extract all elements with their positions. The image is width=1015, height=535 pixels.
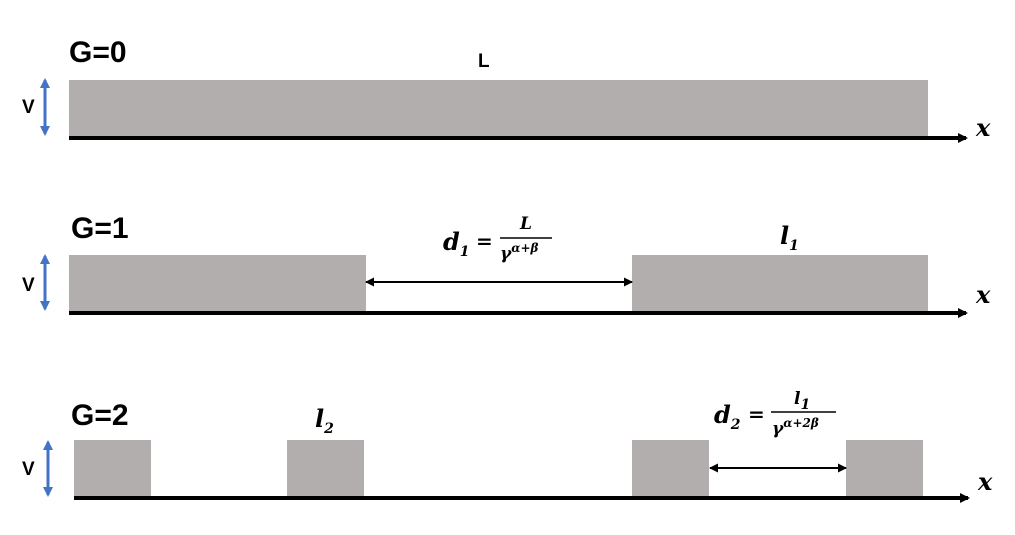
x-axis-label: x: [977, 467, 993, 496]
formula-equals: =: [748, 402, 765, 426]
segment: [69, 80, 928, 137]
formula-lhs-sub: 1: [460, 244, 470, 260]
formula-numerator: L: [519, 214, 532, 234]
segment: [74, 440, 151, 497]
gap-formula-d2: d2 = l1 γα+2β: [714, 389, 836, 439]
formula-lhs: d: [443, 227, 460, 256]
svg-text:l1: l1: [794, 389, 810, 413]
segment-label-l1: l1: [780, 221, 799, 254]
segment: [632, 440, 709, 497]
gap-formula-d1: d1 = L γα+β: [443, 214, 552, 264]
formula-lhs: d: [714, 400, 731, 429]
segment-label-l2: l2: [315, 404, 334, 437]
formula-denominator: γ: [500, 244, 512, 264]
svg-text:γα+β: γα+β: [500, 241, 539, 264]
formula-exponent: α+2β: [783, 416, 819, 430]
formula-lhs-sub: 2: [730, 417, 741, 433]
generation-label: G=1: [71, 212, 129, 245]
length-label: L: [478, 51, 490, 72]
formula-numerator: l: [794, 389, 801, 409]
formula-equals: =: [476, 229, 493, 253]
x-axis-label: x: [975, 113, 991, 142]
formula-numerator-sub: 1: [800, 397, 810, 413]
svg-text:d2: d2: [714, 400, 741, 433]
formula-exponent: α+β: [511, 241, 538, 255]
row-g1: G=1 V d1 = L γα+β l1 x: [22, 212, 991, 318]
segment: [846, 440, 923, 497]
v-label: V: [22, 97, 35, 118]
segment: [632, 255, 928, 311]
svg-text:d1: d1: [443, 227, 470, 260]
generation-label: G=0: [69, 36, 127, 69]
row-g0: G=0 L V x: [22, 36, 991, 143]
segment: [287, 440, 364, 497]
segment: [69, 255, 366, 311]
svg-text:γα+2β: γα+2β: [772, 416, 819, 439]
generation-label: G=2: [71, 399, 129, 432]
v-label: V: [22, 275, 35, 296]
v-label: V: [22, 459, 35, 480]
row-g2: G=2 V l2 d2 = l1 γα+2β x: [22, 389, 993, 503]
formula-denominator: γ: [772, 419, 784, 439]
x-axis-label: x: [975, 280, 991, 309]
